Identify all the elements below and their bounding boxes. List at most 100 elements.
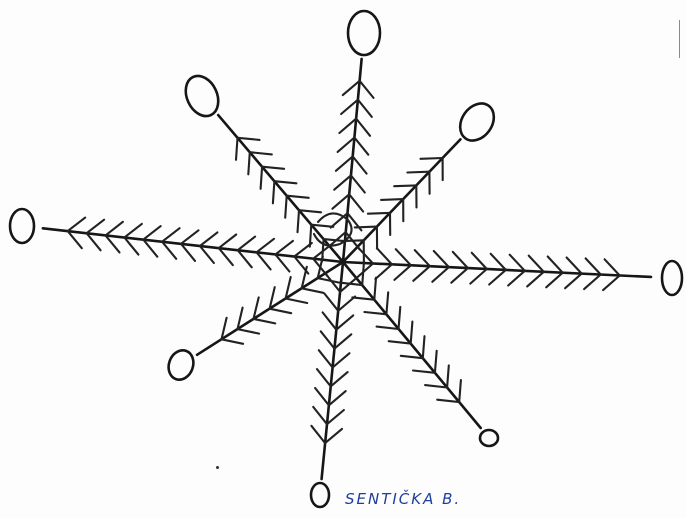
barb-lower-right — [386, 292, 388, 314]
barb-lower-left — [270, 309, 292, 314]
barb-upper-left — [285, 196, 287, 218]
barb-bottom — [338, 297, 355, 311]
barb-upper-left — [299, 210, 321, 212]
barb-upper-left — [310, 225, 312, 247]
barb-lower-right — [362, 263, 364, 285]
barb-left — [238, 237, 255, 251]
tip-oval-right — [662, 261, 682, 295]
barb-top — [358, 100, 372, 117]
barb-right — [529, 256, 544, 272]
barb-right — [548, 257, 563, 273]
tip-oval-lower-left — [165, 347, 198, 383]
barb-bottom — [313, 407, 327, 424]
barb-right — [451, 268, 468, 283]
barb-bottom — [336, 315, 353, 329]
barb-right — [489, 270, 506, 285]
barb-upper-left — [273, 181, 275, 203]
barb-bottom — [327, 410, 344, 424]
barb-top — [341, 100, 358, 114]
barb-left — [106, 222, 123, 236]
barb-upper-left — [250, 152, 272, 154]
barb-upper-right — [355, 227, 377, 228]
barb-lower-left — [238, 329, 260, 334]
barb-upper-left — [311, 225, 333, 227]
barb-left — [143, 226, 160, 240]
barb-right — [415, 250, 430, 266]
barb-top — [351, 175, 365, 192]
barb-left — [68, 218, 86, 232]
barb-right — [472, 253, 487, 269]
barb-bottom — [323, 312, 337, 329]
tip-oval-lower-right — [480, 430, 498, 446]
barb-upper-left — [261, 167, 263, 189]
barb-top — [353, 156, 367, 173]
barb-upper-left — [262, 167, 284, 169]
barb-upper-left — [274, 181, 296, 183]
barb-bottom — [324, 294, 338, 311]
barb-bottom — [319, 350, 333, 367]
barb-top — [343, 81, 360, 95]
barb-bottom — [329, 391, 346, 405]
barb-lower-right — [459, 380, 461, 402]
barb-right — [453, 252, 468, 268]
barb-bottom — [331, 372, 348, 386]
barb-bottom — [317, 369, 331, 386]
barb-upper-left — [287, 196, 309, 198]
barb-right — [375, 264, 392, 279]
barb-right — [565, 274, 582, 289]
tip-oval-bottom — [311, 483, 329, 507]
barb-right — [434, 251, 449, 267]
barb-upper-left — [238, 138, 260, 140]
barb-upper-right — [381, 199, 403, 200]
barb-upper-right — [394, 185, 416, 186]
barb-left — [124, 224, 141, 238]
ink-dot — [216, 466, 219, 469]
tip-oval-upper-left — [180, 71, 225, 122]
signature-text: SENTIČKA B. — [345, 490, 461, 508]
barb-lower-right — [399, 307, 401, 329]
barb-right — [546, 273, 563, 288]
barb-top — [334, 175, 351, 189]
barb-left — [162, 228, 180, 242]
tip-oval-top — [348, 11, 380, 55]
barb-lower-left — [222, 339, 244, 344]
barb-upper-right — [368, 213, 390, 214]
barb-left — [219, 235, 236, 249]
barb-right — [586, 258, 601, 274]
barb-right — [584, 275, 601, 290]
barb-right — [508, 271, 525, 286]
barb-bottom — [321, 331, 335, 348]
barb-right — [396, 249, 411, 265]
barb-top — [339, 119, 356, 133]
barb-upper-left — [248, 152, 250, 174]
barb-lower-left — [254, 319, 276, 324]
barb-right — [527, 272, 544, 287]
barb-bottom — [311, 426, 325, 443]
barb-bottom — [335, 334, 352, 348]
barb-right — [603, 276, 620, 291]
arm-lower-right — [343, 262, 481, 428]
barb-right — [432, 267, 449, 282]
barb-top — [360, 81, 374, 98]
barb-upper-left — [298, 210, 300, 232]
paper-edge-mark — [679, 20, 680, 58]
tip-oval-left — [10, 209, 34, 243]
barb-lower-right — [447, 365, 449, 387]
barb-right — [413, 266, 430, 281]
barb-lower-right — [374, 278, 376, 300]
barb-left — [275, 241, 293, 255]
barb-right — [358, 247, 373, 263]
barb-left — [200, 232, 218, 246]
barb-right — [394, 265, 411, 280]
barb-lower-right — [435, 351, 437, 373]
barb-right — [567, 258, 582, 274]
barb-top — [354, 138, 368, 155]
barb-lower-left — [302, 288, 324, 293]
barb-lower-right — [423, 336, 425, 358]
barb-right — [491, 254, 506, 270]
barb-upper-right — [407, 172, 429, 173]
barb-upper-left — [324, 239, 346, 241]
barb-bottom — [333, 353, 350, 367]
